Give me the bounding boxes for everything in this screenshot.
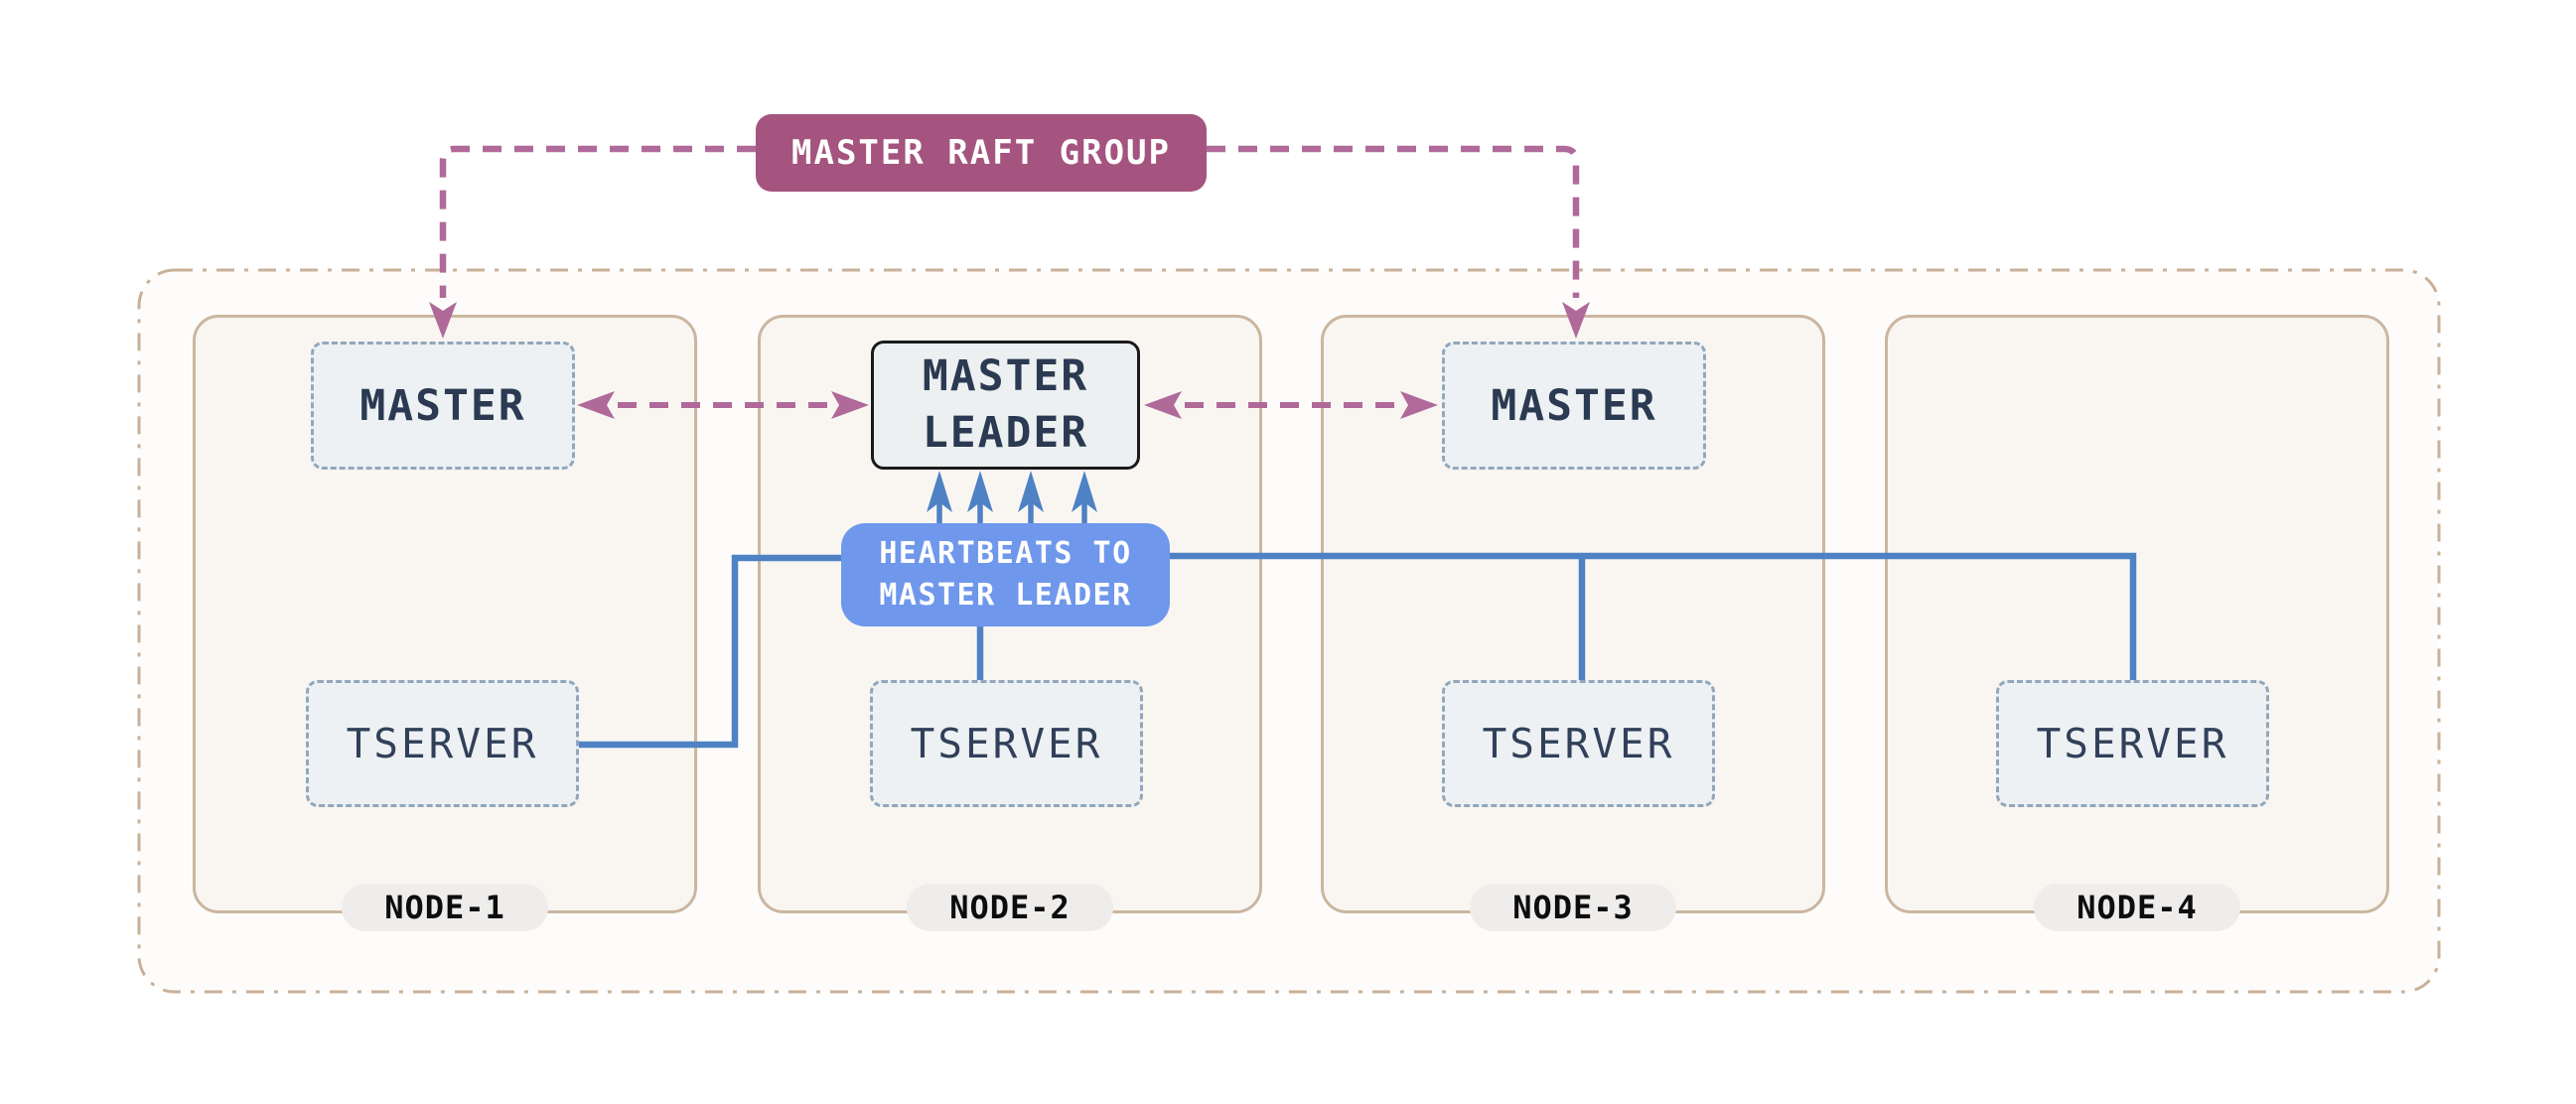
arrow-left-icon <box>577 391 615 419</box>
master-leader-box: MASTER LEADER <box>871 341 1140 470</box>
arrow-up-icon <box>1018 471 1044 512</box>
cluster-outline <box>137 268 2441 994</box>
arrow-down-icon <box>1562 302 1590 339</box>
heartbeats-badge-line1: HEARTBEATS TO <box>879 536 1132 571</box>
tserver-box-node3: TSERVER <box>1442 680 1715 807</box>
connector-line <box>1170 552 2137 680</box>
arrow-up-icon <box>927 471 952 512</box>
connector-line <box>579 554 841 749</box>
raft-link-right-line <box>1207 145 1580 298</box>
master-leader-line1: MASTER <box>922 351 1089 401</box>
master-box-node3: MASTER <box>1442 342 1706 470</box>
arrow-left-icon <box>1144 391 1182 419</box>
heartbeats-badge-line2: MASTER LEADER <box>879 578 1132 613</box>
arrow-down-icon <box>429 302 457 339</box>
raft-peer-link-left <box>577 391 869 419</box>
raft-link-left <box>429 145 756 339</box>
tserver3-tserver4-heartbeat-line <box>1170 552 2137 680</box>
node-4-container <box>1885 315 2389 913</box>
master-raft-group-badge: MASTER RAFT GROUP <box>756 114 1207 192</box>
tserver1-heartbeat-line <box>579 554 841 749</box>
arrow-up-icon <box>967 471 993 512</box>
node-3-label: NODE-3 <box>1470 884 1676 931</box>
heartbeat-arrows <box>927 471 1097 524</box>
arrow-up-icon <box>1072 471 1097 512</box>
raft-link-right <box>1207 145 1590 339</box>
arrow-right-icon <box>831 391 869 419</box>
heartbeats-badge: HEARTBEATS TO MASTER LEADER <box>841 523 1170 626</box>
raft-link-left-line <box>439 145 756 298</box>
tserver-box-node1: TSERVER <box>306 680 579 807</box>
node-2-label: NODE-2 <box>907 884 1113 931</box>
node-1-label: NODE-1 <box>342 884 548 931</box>
tserver-box-node2: TSERVER <box>870 680 1143 807</box>
tserver-box-node4: TSERVER <box>1996 680 2269 807</box>
raft-peer-link-right <box>1144 391 1438 419</box>
master-leader-line2: LEADER <box>922 408 1089 458</box>
master-box-node1: MASTER <box>311 342 575 470</box>
node-4-label: NODE-4 <box>2034 884 2240 931</box>
arrow-right-icon <box>1400 391 1438 419</box>
